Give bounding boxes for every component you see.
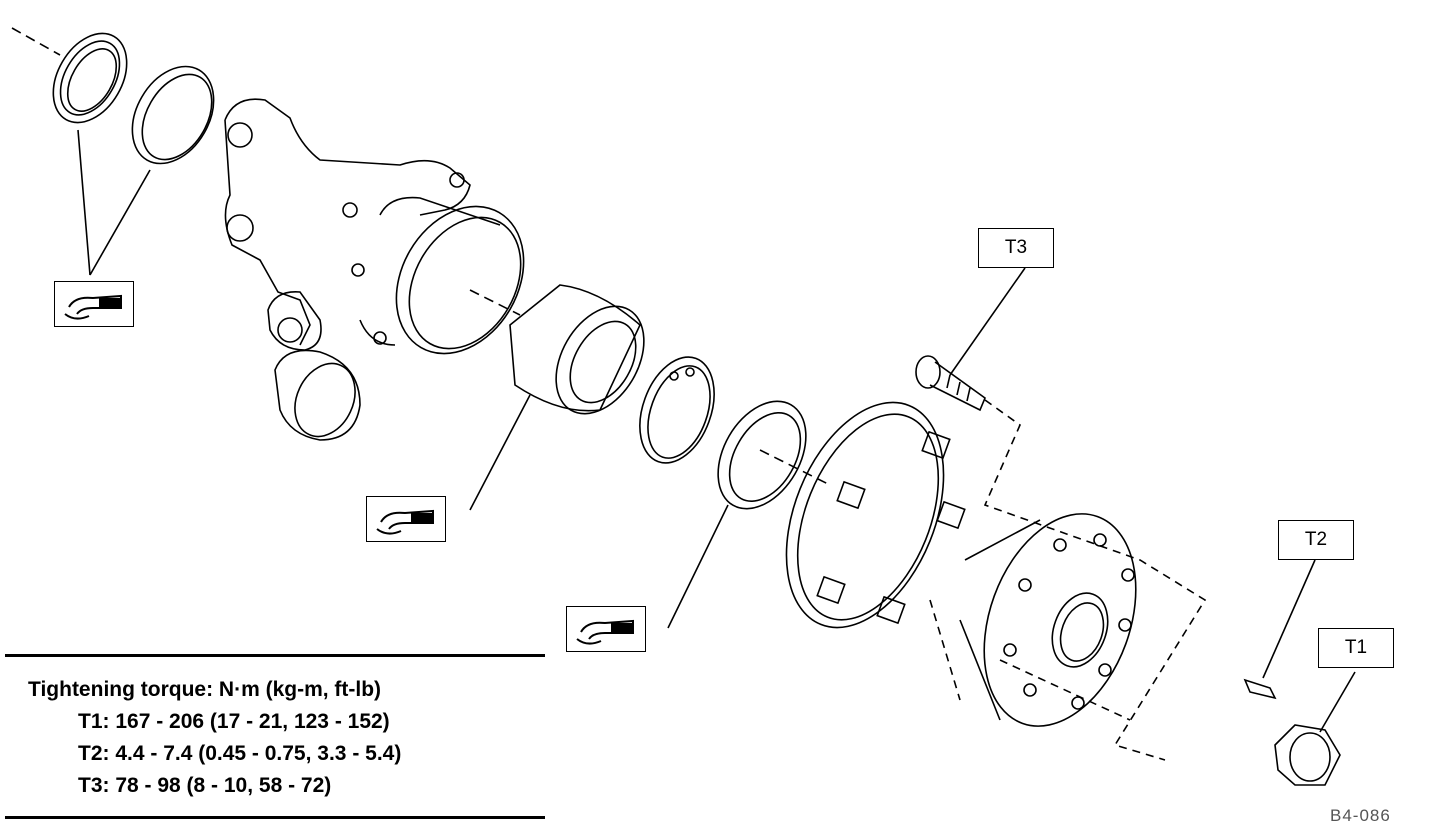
wheel-bearing xyxy=(509,284,645,415)
torque-row-t3: T3: 78 - 98 (8 - 10, 58 - 72) xyxy=(78,774,332,797)
bearing-race xyxy=(131,65,215,165)
grease-application-icon xyxy=(54,281,134,327)
torque-table: Tightening torque: N·m (kg-m, ft-lb) T1:… xyxy=(28,674,548,802)
torque-row-t1: T1: 167 - 206 (17 - 21, 123 - 152) xyxy=(78,710,390,733)
torque-heading: Tightening torque: N·m (kg-m, ft-lb) xyxy=(28,678,382,701)
wheel-hub xyxy=(959,513,1137,727)
oil-seal xyxy=(52,32,128,124)
hub-nut xyxy=(1274,724,1341,786)
torque-row-t2: T2: 4.4 - 7.4 (0.45 - 0.75, 3.3 - 5.4) xyxy=(78,742,402,765)
hub-screw xyxy=(1243,678,1277,700)
grease-application-icon xyxy=(566,606,646,652)
figure-id: B4-086 xyxy=(1330,806,1391,825)
top-rule xyxy=(5,654,545,657)
callout-t3: T3 xyxy=(978,228,1054,268)
hub-bolt xyxy=(915,355,986,412)
steering-knuckle xyxy=(224,98,525,441)
callout-t1: T1 xyxy=(1318,628,1394,668)
callout-t2: T2 xyxy=(1278,520,1354,560)
bottom-rule xyxy=(5,816,545,819)
snap-ring xyxy=(639,356,715,464)
inner-oil-seal xyxy=(717,400,807,510)
axis-line xyxy=(11,27,61,56)
grease-application-icon xyxy=(366,496,446,542)
assembly-guide-lines xyxy=(929,399,1207,761)
abs-rotor xyxy=(785,401,966,629)
